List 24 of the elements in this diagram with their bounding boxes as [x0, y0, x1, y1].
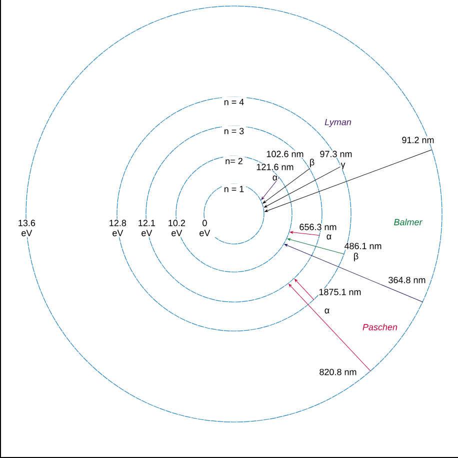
series-name: Paschen: [362, 323, 398, 331]
wavelength-label: 97.3 nm: [320, 150, 352, 158]
wavelength-label: 121.6 nm: [256, 164, 294, 170]
line-symbol: α: [324, 308, 330, 314]
arrow: [264, 166, 342, 208]
arrow: [261, 177, 280, 200]
arrow: [290, 231, 320, 236]
arrow: [284, 244, 424, 302]
wavelength-label: 656.3 nm: [300, 224, 336, 230]
arrow: [287, 238, 344, 254]
wavelength-label: 91.2 nm: [402, 136, 434, 144]
series-name: Balmer: [393, 218, 423, 226]
wavelength-label: 486.1 nm: [344, 242, 382, 250]
arrow: [294, 278, 314, 300]
arrow: [264, 149, 432, 212]
wavelength-label: 1875.1 nm: [319, 288, 361, 296]
line-symbol: β: [352, 252, 360, 262]
wavelength-label: 820.8 nm: [320, 368, 356, 376]
wavelength-label: 102.6 nm: [266, 150, 304, 158]
series-name: Lyman: [324, 118, 352, 128]
wavelength-label: 364.8 nm: [388, 276, 426, 284]
line-symbol: α: [326, 234, 332, 240]
arrow: [262, 168, 310, 204]
arrow: [288, 284, 371, 372]
